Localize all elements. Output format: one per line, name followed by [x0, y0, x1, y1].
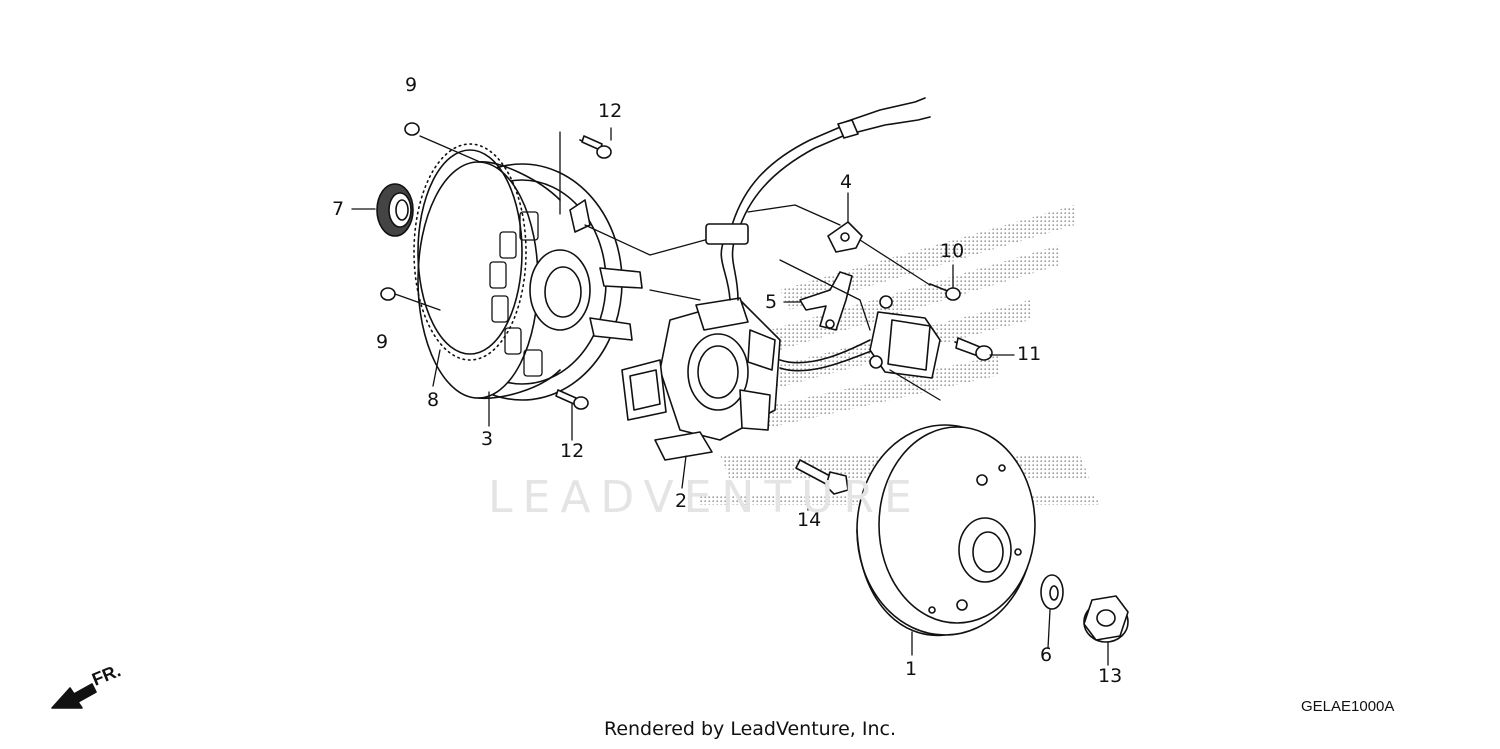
- callout-12: 12: [598, 100, 623, 122]
- footer-credit: Rendered by LeadVenture, Inc.: [603, 718, 897, 740]
- callout-10: 10: [940, 240, 965, 262]
- callout-5: 5: [765, 291, 778, 313]
- stator-assembly: [621, 297, 781, 461]
- washer-6: [1040, 574, 1064, 610]
- flywheel: [856, 424, 1036, 637]
- callout-14: 14: [797, 509, 822, 531]
- regulator-rectifier: [869, 295, 941, 379]
- callout-9: 9: [376, 331, 389, 353]
- callout-8: 8: [427, 389, 440, 411]
- nut-13: [1083, 595, 1129, 643]
- washer-9-top: [404, 122, 420, 136]
- watermark-text: LEADVENTURE: [488, 472, 922, 523]
- callout-9: 9: [405, 74, 418, 96]
- screw-12-bottom: [555, 389, 589, 410]
- callout-1: 1: [905, 658, 918, 680]
- diagram-code: GELAE1000A: [1301, 698, 1395, 715]
- bolt-11: [954, 337, 993, 361]
- callout-4: 4: [840, 171, 853, 193]
- arrow-down-left-icon: [51, 683, 97, 709]
- callout-2: 2: [675, 490, 688, 512]
- oil-seal: [376, 183, 414, 237]
- callout-11: 11: [1017, 343, 1042, 365]
- callout-3: 3: [481, 428, 494, 450]
- leader-lines: [351, 127, 1109, 666]
- washer-9-bottom: [380, 287, 396, 301]
- wire-harness: [705, 97, 931, 372]
- callout-12: 12: [560, 440, 585, 462]
- callout-6: 6: [1040, 644, 1053, 666]
- clamp-4: [827, 221, 863, 253]
- callout-13: 13: [1098, 665, 1123, 687]
- screw-12-top: [579, 135, 612, 159]
- bolt-10: [929, 283, 961, 301]
- bolt-14: [795, 459, 849, 495]
- cover-housing: [417, 161, 643, 401]
- gasket: [413, 143, 527, 361]
- callout-7: 7: [332, 198, 345, 220]
- clamp-5: [799, 271, 853, 331]
